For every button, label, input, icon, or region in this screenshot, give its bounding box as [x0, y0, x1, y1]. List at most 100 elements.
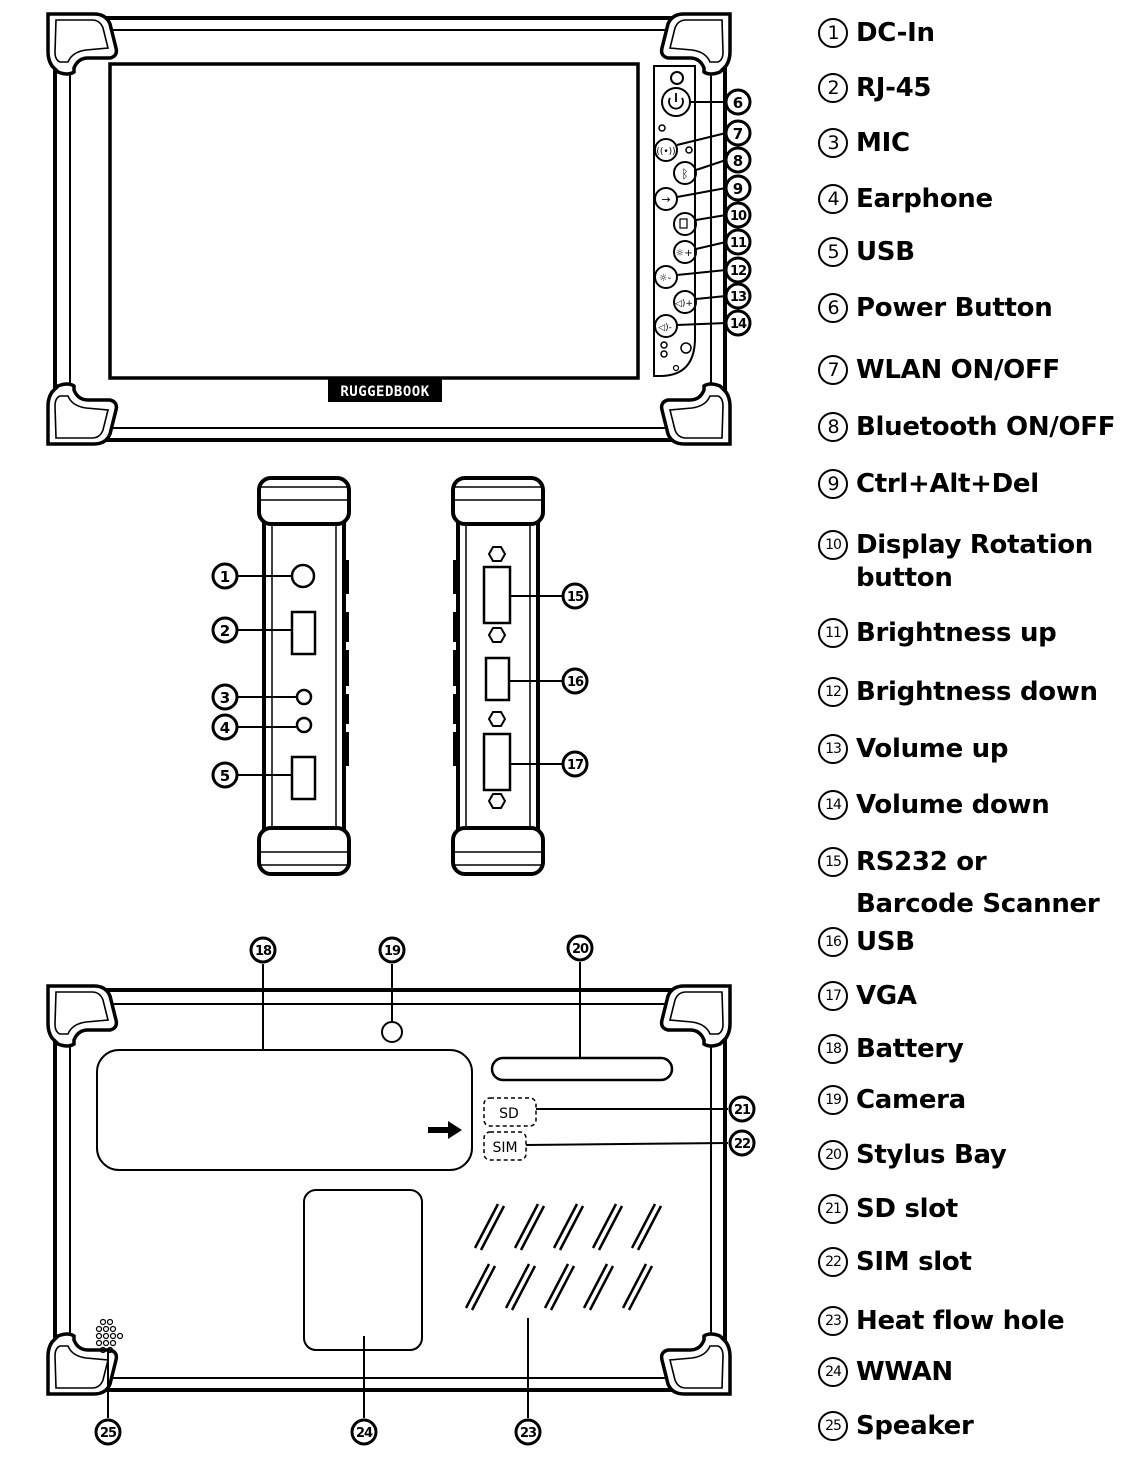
- svg-text:7: 7: [733, 125, 743, 143]
- callout-12: 12: [724, 256, 752, 284]
- wwan-cover: [303, 1189, 423, 1351]
- callout-16: 16: [561, 667, 589, 695]
- stylus-bay: [490, 1056, 674, 1082]
- svg-text:18: 18: [255, 944, 272, 959]
- svg-text:19: 19: [384, 944, 401, 959]
- callout-8: 8: [724, 146, 752, 174]
- earphone-port: [295, 716, 313, 734]
- callout-5: 5: [211, 761, 239, 789]
- battery-cover: [96, 1049, 473, 1171]
- svg-text:5: 5: [220, 767, 230, 785]
- callout-25: 25: [94, 1418, 122, 1446]
- callout-21: 21: [728, 1095, 756, 1123]
- heat-flow-holes: [464, 1203, 663, 1311]
- callout-15: 15: [561, 582, 589, 610]
- svg-text:4: 4: [220, 719, 230, 737]
- brightness-down-button[interactable]: ☼-: [654, 265, 678, 289]
- volume-down-button[interactable]: ◁)-: [654, 314, 678, 338]
- svg-text:14: 14: [730, 317, 747, 332]
- callout-9: 9: [724, 174, 752, 202]
- callout-3: 3: [211, 683, 239, 711]
- power-icon: [668, 97, 684, 110]
- svg-text:25: 25: [100, 1426, 117, 1441]
- svg-text:8: 8: [733, 152, 743, 170]
- callout-19: 19: [378, 936, 406, 964]
- svg-text:24: 24: [356, 1426, 373, 1441]
- callout-4: 4: [211, 713, 239, 741]
- brand-text: RUGGEDBOOK: [340, 384, 429, 400]
- sim-slot-label: SIM: [492, 1140, 517, 1156]
- speaker-grille: [95, 1318, 124, 1354]
- sd-slot-label: SD: [499, 1106, 519, 1122]
- volume-up-button[interactable]: ◁)+: [673, 290, 697, 314]
- bluetooth-icon: ᛒ: [681, 167, 688, 181]
- callout-13: 13: [724, 282, 752, 310]
- vga-port: [482, 732, 512, 792]
- callout-6: 6: [724, 88, 752, 116]
- callout-22: 22: [728, 1129, 756, 1157]
- svg-text:1: 1: [220, 568, 230, 586]
- bluetooth-button[interactable]: ᛒ: [673, 161, 697, 185]
- svg-text:12: 12: [730, 264, 746, 279]
- callout-7: 7: [724, 119, 752, 147]
- callout-2: 2: [211, 616, 239, 644]
- brightness-up-button[interactable]: ☼+: [673, 240, 697, 264]
- svg-text:21: 21: [734, 1103, 751, 1118]
- callout-14: 14: [724, 309, 752, 337]
- wifi-icon: ((•)): [656, 147, 675, 157]
- usb-port-right: [484, 656, 511, 702]
- callout-23: 23: [514, 1418, 542, 1446]
- rj45-port: [290, 610, 317, 656]
- callout-10: 10: [724, 201, 752, 229]
- button-panel: [653, 65, 696, 377]
- brightness-up-icon: ☼+: [675, 248, 692, 259]
- svg-text:22: 22: [734, 1137, 750, 1152]
- ctrl-alt-del-button[interactable]: →: [654, 187, 678, 211]
- display-rotation-button[interactable]: [673, 212, 697, 236]
- tablet-right-side-view: [451, 476, 562, 876]
- front-camera-icon: [670, 71, 684, 85]
- callout-24: 24: [350, 1418, 378, 1446]
- svg-text:11: 11: [730, 236, 747, 251]
- svg-text:2: 2: [220, 622, 230, 640]
- svg-text:9: 9: [733, 180, 743, 198]
- brand-plate: [328, 378, 442, 402]
- callout-17: 17: [561, 750, 589, 778]
- svg-text:6: 6: [733, 94, 743, 112]
- svg-text:13: 13: [730, 290, 747, 305]
- wlan-button[interactable]: ((•)): [654, 138, 678, 162]
- svg-text:15: 15: [567, 590, 584, 605]
- callouts: 6 7 8 9 10 11 12 13 14 1 2 3 4 5 15 16 1…: [94, 88, 756, 1446]
- sd-slot: [483, 1097, 537, 1127]
- usb-port-side: [290, 755, 317, 801]
- svg-text:17: 17: [567, 758, 584, 773]
- volume-down-icon: ◁)-: [658, 323, 672, 333]
- tablet-front-view: RUGGEDBOOK ((•)) ᛒ → ☼+: [46, 12, 732, 446]
- sim-slot: [483, 1131, 527, 1161]
- rotate-icon: [679, 218, 688, 229]
- arrow-right-icon: →: [661, 193, 670, 206]
- mic-port: [295, 688, 313, 706]
